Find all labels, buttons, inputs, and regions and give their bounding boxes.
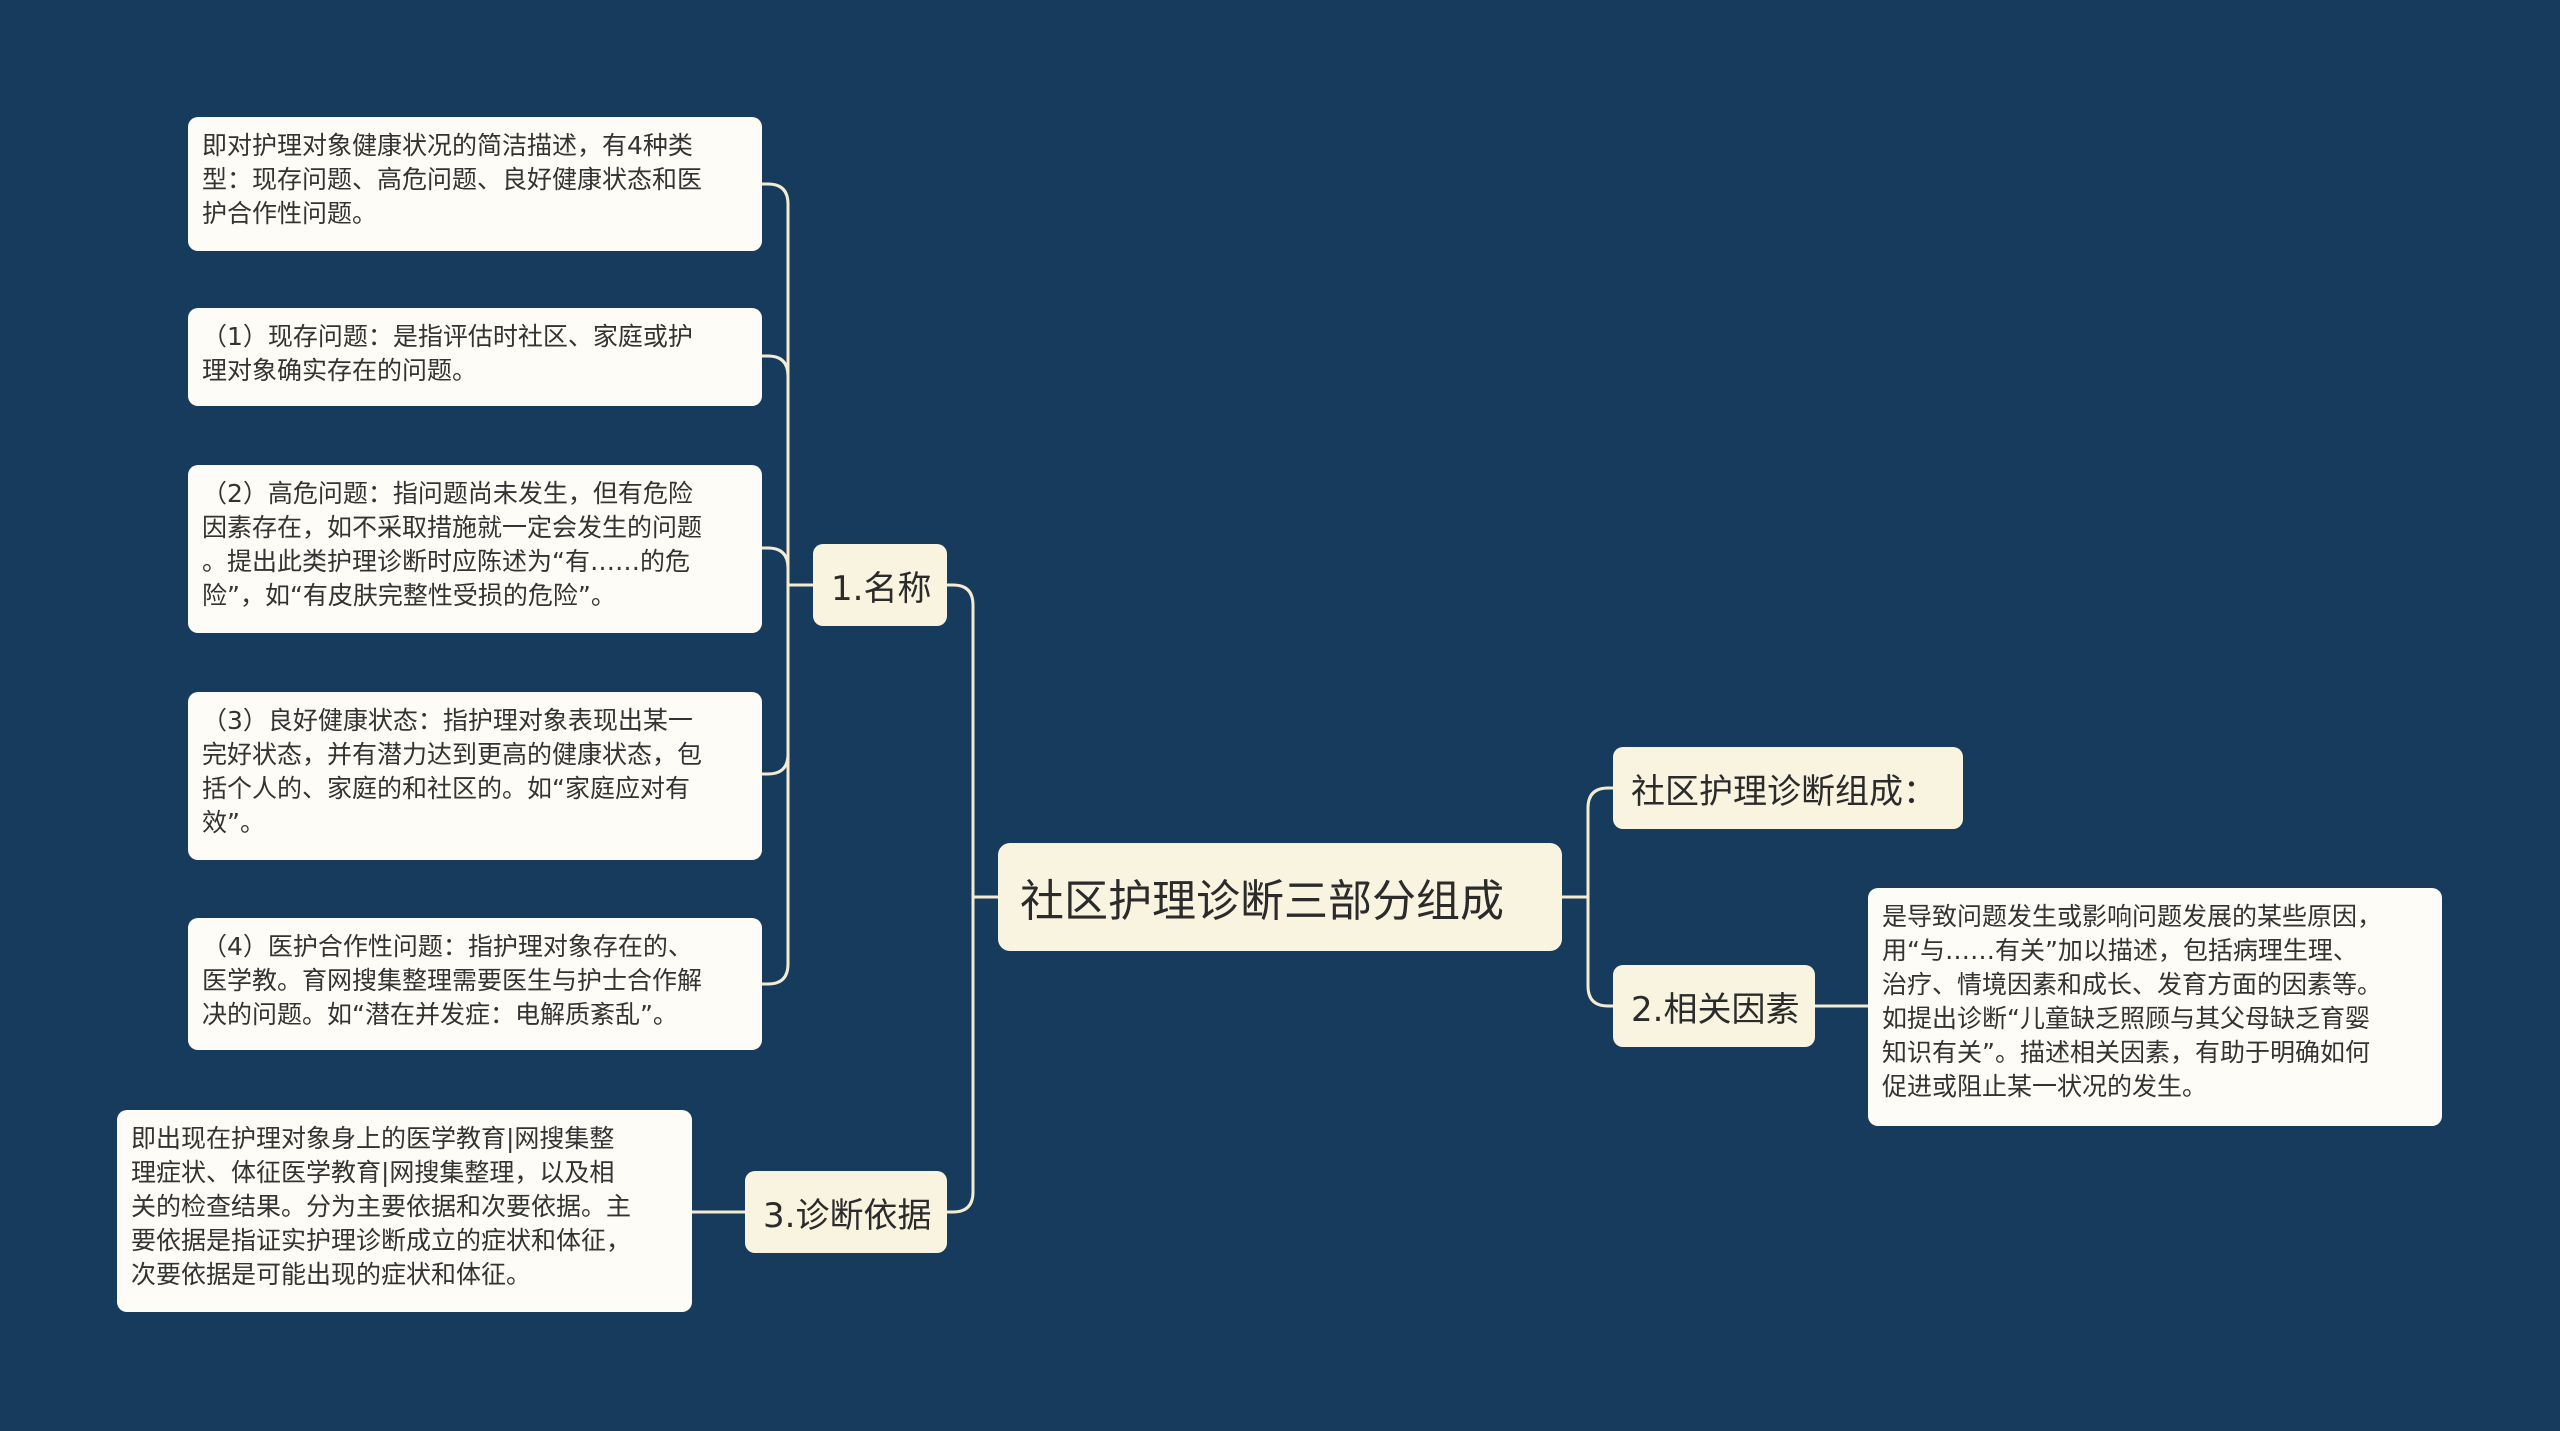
connector-name-to-leaf-3 — [762, 546, 790, 585]
leaf-line: 因素存在，如不采取措施就一定会发生的问题 — [202, 513, 703, 542]
leaf-line: 关的检查结果。分为主要依据和次要依据。主 — [131, 1192, 632, 1221]
leaf-diagnostic-basis[interactable]: 即出现在护理对象身上的医学教育|网搜集整 理症状、体征医学教育|网搜集整理，以及… — [117, 1110, 692, 1312]
leaf-line: 效”。 — [202, 808, 265, 837]
leaf-line: （1）现存问题：是指评估时社区、家庭或护 — [202, 322, 693, 351]
leaf-text: （3）良好健康状态：指护理对象表现出某一 完好状态，并有潜力达到更高的健康状态，… — [202, 704, 702, 840]
leaf-text: （1）现存问题：是指评估时社区、家庭或护 理对象确实存在的问题。 — [202, 320, 693, 388]
leaf-line: 理症状、体征医学教育|网搜集整理，以及相 — [131, 1158, 615, 1187]
connector-name-to-leaf-4 — [762, 585, 790, 776]
leaf-line: 医学教。育网搜集整理需要医生与护士合作解 — [202, 966, 703, 995]
branch-diagnostic-basis[interactable]: 3.诊断依据 — [745, 1171, 947, 1253]
root-node[interactable]: 社区护理诊断三部分组成 — [998, 843, 1562, 951]
leaf-line: 即出现在护理对象身上的医学教育|网搜集整 — [131, 1124, 615, 1153]
leaf-text: （2）高危问题：指问题尚未发生，但有危险 因素存在，如不采取措施就一定会发生的问… — [202, 477, 702, 613]
leaf-text: （4）医护合作性问题：指护理对象存在的、 医学教。育网搜集整理需要医生与护士合作… — [202, 930, 702, 1032]
leaf-line: 括个人的、家庭的和社区的。如“家庭应对有 — [202, 774, 690, 803]
leaf-text: 即对护理对象健康状况的简洁描述，有4种类 型：现存问题、高危问题、良好健康状态和… — [202, 129, 702, 231]
leaf-line: （4）医护合作性问题：指护理对象存在的、 — [202, 932, 693, 961]
leaf-name-collaborative-problem[interactable]: （4）医护合作性问题：指护理对象存在的、 医学教。育网搜集整理需要医生与护士合作… — [188, 918, 762, 1050]
leaf-line: 理对象确实存在的问题。 — [202, 356, 478, 385]
leaf-line: 知识有关”。描述相关因素，有助于明确如何 — [1882, 1038, 2370, 1067]
branch-basis-label: 3.诊断依据 — [763, 1195, 932, 1236]
leaf-name-existing-problem[interactable]: （1）现存问题：是指评估时社区、家庭或护 理对象确实存在的问题。 — [188, 308, 762, 406]
branch-composition-label: 社区护理诊断组成： — [1631, 771, 1937, 812]
leaf-line: 护合作性问题。 — [202, 199, 378, 228]
leaf-line: 决的问题。如“潜在并发症：电解质紊乱”。 — [202, 1000, 678, 1029]
branch-composition[interactable]: 社区护理诊断组成： — [1613, 747, 1963, 829]
branch-name[interactable]: 1.名称 — [813, 544, 947, 626]
leaf-line: 治疗、情境因素和成长、发育方面的因素等。 — [1882, 970, 2383, 999]
connector-root-to-related — [1586, 897, 1613, 1008]
leaf-name-definition[interactable]: 即对护理对象健康状况的简洁描述，有4种类 型：现存问题、高危问题、良好健康状态和… — [188, 117, 762, 251]
leaf-line: 。提出此类护理诊断时应陈述为“有……的危 — [202, 547, 690, 576]
connector-root-to-basis — [947, 897, 975, 1214]
leaf-line: 即对护理对象健康状况的简洁描述，有4种类 — [202, 131, 693, 160]
leaf-line: 促进或阻止某一状况的发生。 — [1882, 1072, 2208, 1101]
leaf-line: 险”，如“有皮肤完整性受损的危险”。 — [202, 581, 616, 610]
connector-name-to-leaf-2 — [762, 354, 790, 585]
branch-related-factors[interactable]: 2.相关因素 — [1613, 965, 1815, 1047]
leaf-text: 即出现在护理对象身上的医学教育|网搜集整 理症状、体征医学教育|网搜集整理，以及… — [131, 1122, 631, 1292]
connector-root-to-composition — [1586, 786, 1613, 897]
root-label: 社区护理诊断三部分组成 — [1020, 876, 1504, 927]
leaf-name-wellness-state[interactable]: （3）良好健康状态：指护理对象表现出某一 完好状态，并有潜力达到更高的健康状态，… — [188, 692, 762, 860]
connector-name-to-leaf-5 — [762, 585, 790, 986]
leaf-line: （3）良好健康状态：指护理对象表现出某一 — [202, 706, 693, 735]
connector-name-to-leaf-1 — [762, 182, 790, 585]
leaf-line: 是导致问题发生或影响问题发展的某些原因， — [1882, 902, 2383, 931]
leaf-line: 用“与……有关”加以描述，包括病理生理、 — [1882, 936, 2358, 965]
branch-name-label: 1.名称 — [831, 568, 932, 609]
connector-root-to-name — [947, 583, 975, 897]
leaf-name-risk-problem[interactable]: （2）高危问题：指问题尚未发生，但有危险 因素存在，如不采取措施就一定会发生的问… — [188, 465, 762, 633]
leaf-line: 如提出诊断“儿童缺乏照顾与其父母缺乏育婴 — [1882, 1004, 2370, 1033]
leaf-related-text: 是导致问题发生或影响问题发展的某些原因， 用“与……有关”加以描述，包括病理生理… — [1882, 900, 2382, 1104]
leaf-line: 型：现存问题、高危问题、良好健康状态和医 — [202, 165, 703, 194]
leaf-line: 要依据是指证实护理诊断成立的症状和体征， — [131, 1226, 632, 1255]
leaf-line: 次要依据是可能出现的症状和体征。 — [131, 1260, 532, 1289]
leaf-line: 完好状态，并有潜力达到更高的健康状态，包 — [202, 740, 703, 769]
leaf-related-factors[interactable]: 是导致问题发生或影响问题发展的某些原因， 用“与……有关”加以描述，包括病理生理… — [1868, 888, 2442, 1126]
leaf-line: （2）高危问题：指问题尚未发生，但有危险 — [202, 479, 693, 508]
branch-related-label: 2.相关因素 — [1631, 989, 1800, 1030]
